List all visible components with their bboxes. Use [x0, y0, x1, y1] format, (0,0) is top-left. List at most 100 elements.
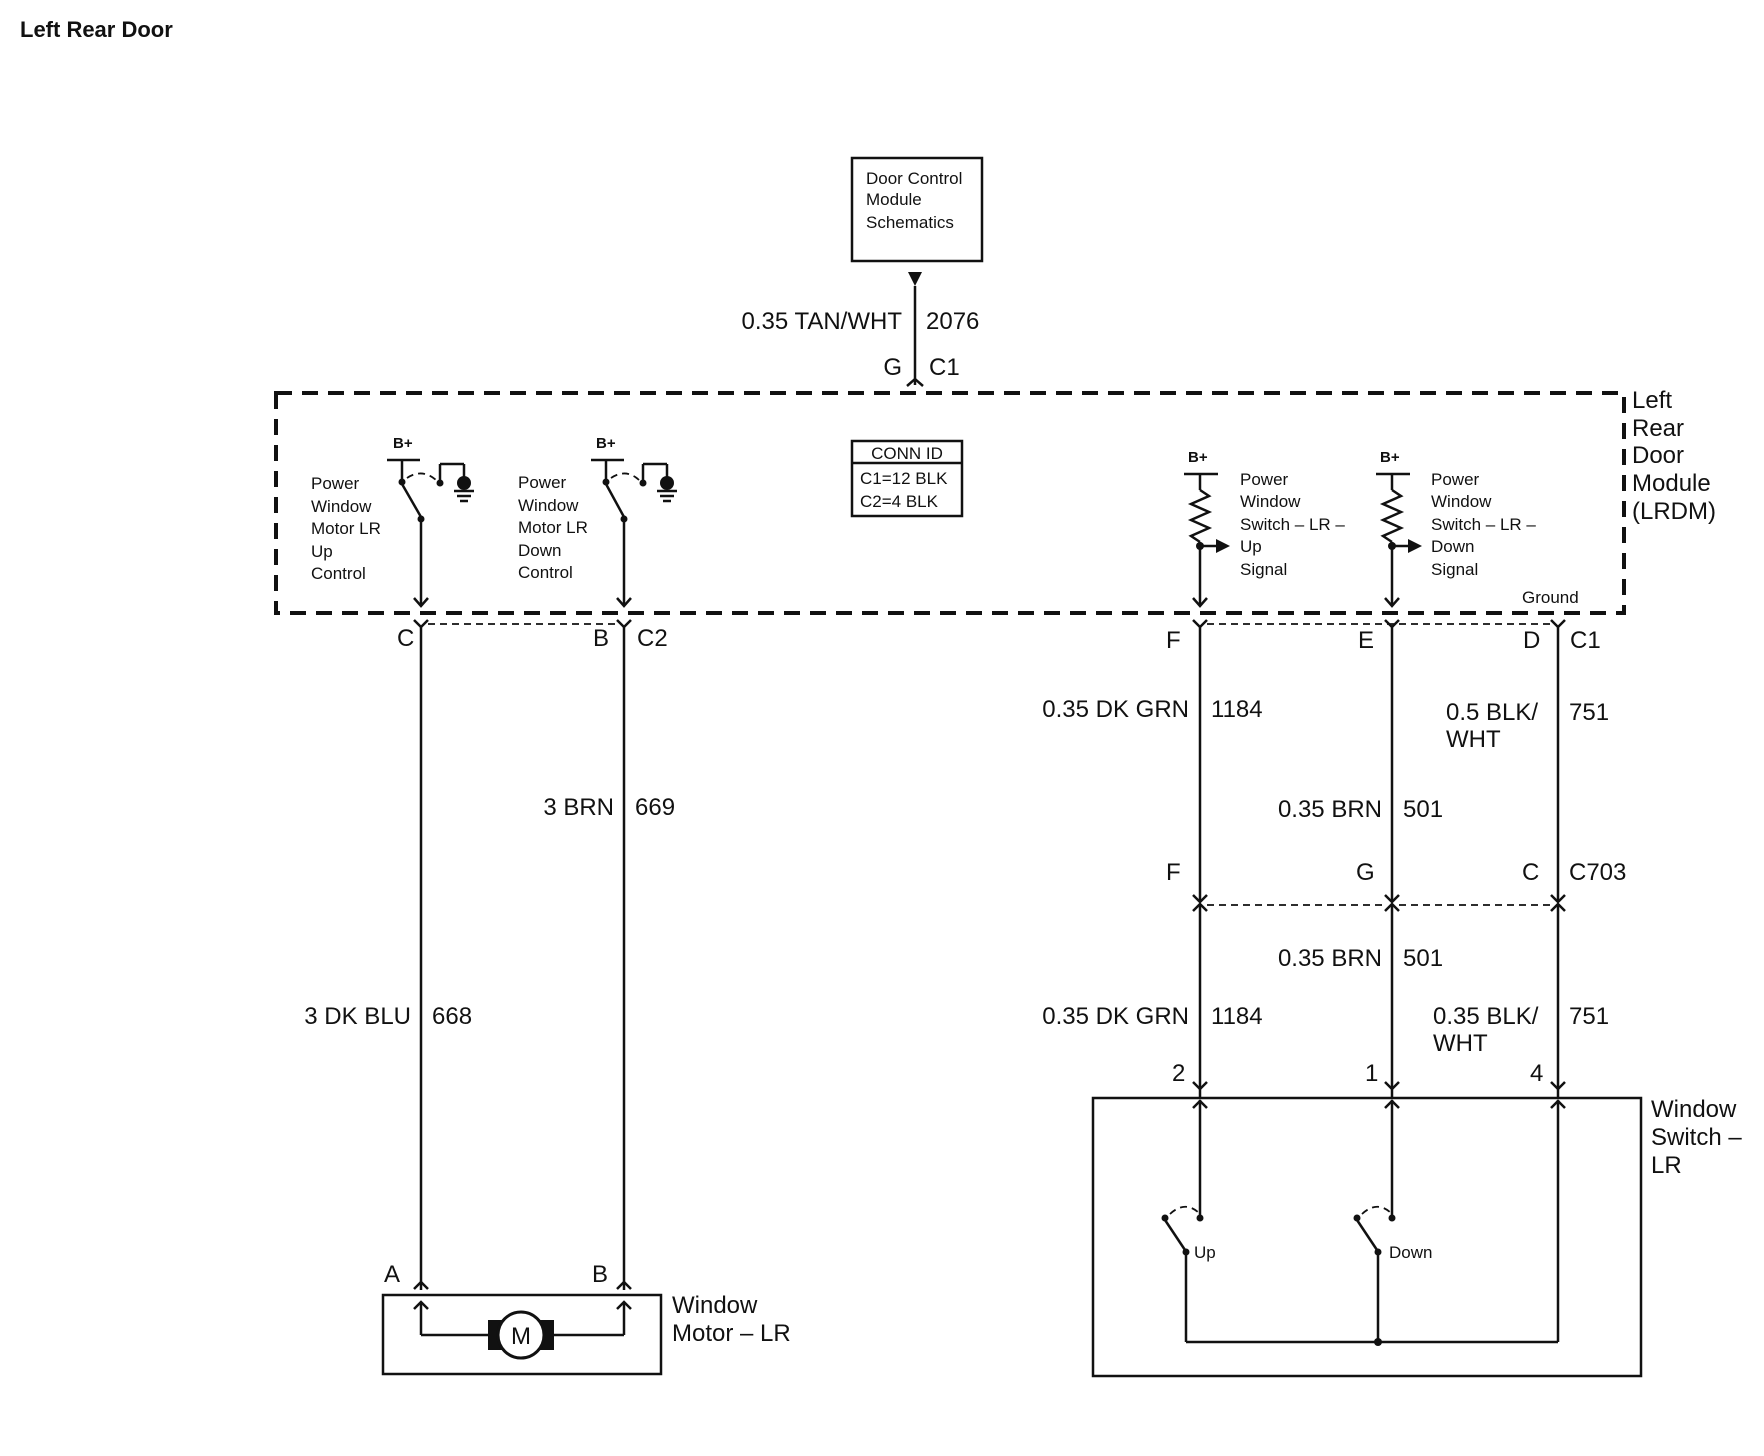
up-control-line-2: Window	[311, 497, 372, 516]
wire-1184-lower-gauge-color: 0.35 DK GRN	[1042, 1003, 1189, 1030]
wire-1184-upper-circuit: 1184	[1211, 696, 1263, 723]
wire-2076-gauge-color: 0.35 TAN/WHT	[742, 308, 903, 335]
svg-text:Module: Module	[1632, 470, 1711, 497]
switch-down-line-4: Down	[1431, 537, 1474, 556]
wire-668-circuit: 668	[432, 1003, 472, 1030]
wire-751-upper-gauge-color-1: 0.5 BLK/	[1446, 699, 1538, 726]
up-control-line-4: Up	[311, 542, 333, 561]
module-connector-c1-top: C1	[929, 354, 960, 381]
switch-down-line-2: Window	[1431, 492, 1492, 511]
down-control-line-1: Power	[518, 473, 567, 492]
wire-501-upper-gauge-color: 0.35 BRN	[1278, 796, 1382, 823]
up-control-line-5: Control	[311, 564, 366, 583]
switch-pin-4: 4	[1530, 1060, 1543, 1087]
wire-501-lower-gauge-color: 0.35 BRN	[1278, 945, 1382, 972]
down-control-line-2: Window	[518, 496, 579, 515]
wire-751-lower-gauge-color-2: WHT	[1433, 1030, 1488, 1057]
wire-1184-upper: 0.35 DK GRN 1184	[1042, 627, 1263, 902]
ground-label: Ground	[1522, 588, 1579, 607]
switch-pin-1: 1	[1365, 1060, 1378, 1087]
ground-contact-dot	[660, 476, 674, 490]
switch-up-line-5: Signal	[1240, 560, 1287, 579]
lrdm-module-boundary	[274, 391, 1626, 615]
down-control-line-4: Down	[518, 541, 561, 560]
window-switch-body	[1091, 1096, 1643, 1378]
source-box-line-2: Module	[866, 190, 922, 209]
wire-668: 3 DK BLU 668	[304, 627, 472, 1290]
switch-up-signal-circuit: B+ Power Window Switch – LR – Up Signal	[1184, 449, 1345, 608]
module-connector-c2: C2	[637, 625, 668, 652]
module-pin-g: G	[883, 354, 902, 381]
wire-751-upper: 0.5 BLK/ WHT 751	[1446, 627, 1609, 902]
wire-1184-upper-gauge-color: 0.35 DK GRN	[1042, 696, 1189, 723]
svg-text:(LRDM): (LRDM)	[1632, 498, 1716, 525]
module-pin-c: C	[397, 625, 414, 652]
up-control-line-3: Motor LR	[311, 519, 381, 538]
down-control-line-3: Motor LR	[518, 518, 588, 537]
switch-pin-2: 2	[1172, 1060, 1185, 1087]
module-pin-f: F	[1166, 627, 1181, 654]
conn-id-row-1: C1=12 BLK	[860, 469, 948, 488]
wire-501-lower-circuit: 501	[1403, 945, 1443, 972]
switch-down-label: Down	[1389, 1243, 1432, 1262]
motor-symbol	[496, 1310, 546, 1360]
wire-501-upper-circuit: 501	[1403, 796, 1443, 823]
lrdm-module-name: Left Rear Door Module (LRDM)	[1632, 387, 1716, 525]
wire-669-gauge-color: 3 BRN	[543, 794, 614, 821]
module-output-connector: C B C2 F E D C1	[397, 619, 1601, 654]
wire-501-lower: 0.35 BRN 501	[1278, 905, 1443, 1097]
switch-up-line-3: Switch – LR –	[1240, 515, 1345, 534]
bplus-label: B+	[596, 435, 616, 452]
switch-up-line-4: Up	[1240, 537, 1262, 556]
conn-id-box: CONN ID C1=12 BLK C2=4 BLK	[850, 439, 964, 518]
module-pin-b: B	[593, 625, 609, 652]
switch-up-line-1: Power	[1240, 470, 1289, 489]
switch-down-line-1: Power	[1431, 470, 1480, 489]
wire-2076-circuit: 2076	[926, 308, 979, 335]
c703-name: C703	[1569, 859, 1626, 886]
svg-text:Door: Door	[1632, 442, 1684, 469]
down-control-switch: B+ Power Window Motor LR Down Control	[518, 435, 677, 608]
wire-751-upper-gauge-color-2: WHT	[1446, 726, 1501, 753]
wire-669: 3 BRN 669	[543, 627, 675, 1290]
module-pin-d: D	[1523, 627, 1540, 654]
up-control-switch: B+ Power Window Motor LR Up Control	[311, 435, 474, 608]
switch-down-signal-circuit: B+ Power Window Switch – LR – Down Signa…	[1376, 449, 1536, 608]
page-title: Left Rear Door	[20, 17, 173, 42]
motor-symbol-label: M	[511, 1323, 531, 1350]
motor-pin-a: A	[384, 1261, 400, 1288]
door-control-module-schematics-box: Door Control Module Schematics	[850, 156, 984, 263]
source-box-line-3: Schematics	[866, 213, 954, 232]
switch-up-label: Up	[1194, 1243, 1216, 1262]
down-control-line-5: Control	[518, 563, 573, 582]
wire-751-upper-circuit: 751	[1569, 699, 1609, 726]
svg-text:Rear: Rear	[1632, 415, 1684, 442]
switch-name-line-2: Switch –	[1651, 1124, 1742, 1151]
wire-668-gauge-color: 3 DK BLU	[304, 1003, 411, 1030]
bplus-label: B+	[1188, 449, 1208, 466]
bplus-label: B+	[393, 435, 413, 452]
switch-up-line-2: Window	[1240, 492, 1301, 511]
window-motor-body	[381, 1293, 663, 1376]
wire-751-lower: 0.35 BLK/ WHT 751	[1433, 905, 1609, 1097]
source-box-line-1: Door Control	[866, 169, 962, 188]
window-switch-lr: 2 1 4 Up Down Window Switch – LR	[1091, 1060, 1742, 1378]
c703-pin-c: C	[1522, 859, 1539, 886]
wire-751-lower-gauge-color-1: 0.35 BLK/	[1433, 1003, 1539, 1030]
c703-pin-g: G	[1356, 859, 1375, 886]
switch-down-line-5: Signal	[1431, 560, 1478, 579]
wire-1184-lower-circuit: 1184	[1211, 1003, 1263, 1030]
conn-id-row-2: C2=4 BLK	[860, 492, 939, 511]
switch-name-line-3: LR	[1651, 1152, 1682, 1179]
motor-pin-b: B	[592, 1261, 608, 1288]
ground-contact-dot	[457, 476, 471, 490]
up-control-line-1: Power	[311, 474, 360, 493]
window-motor-lr: A B M Window Motor – LR	[381, 1261, 791, 1376]
bplus-label: B+	[1380, 449, 1400, 466]
motor-name-line-2: Motor – LR	[672, 1320, 791, 1347]
conn-id-header: CONN ID	[871, 444, 943, 463]
module-connector-c1: C1	[1570, 627, 1601, 654]
switch-name-line-1: Window	[1651, 1096, 1737, 1123]
switch-down-line-3: Switch – LR –	[1431, 515, 1536, 534]
